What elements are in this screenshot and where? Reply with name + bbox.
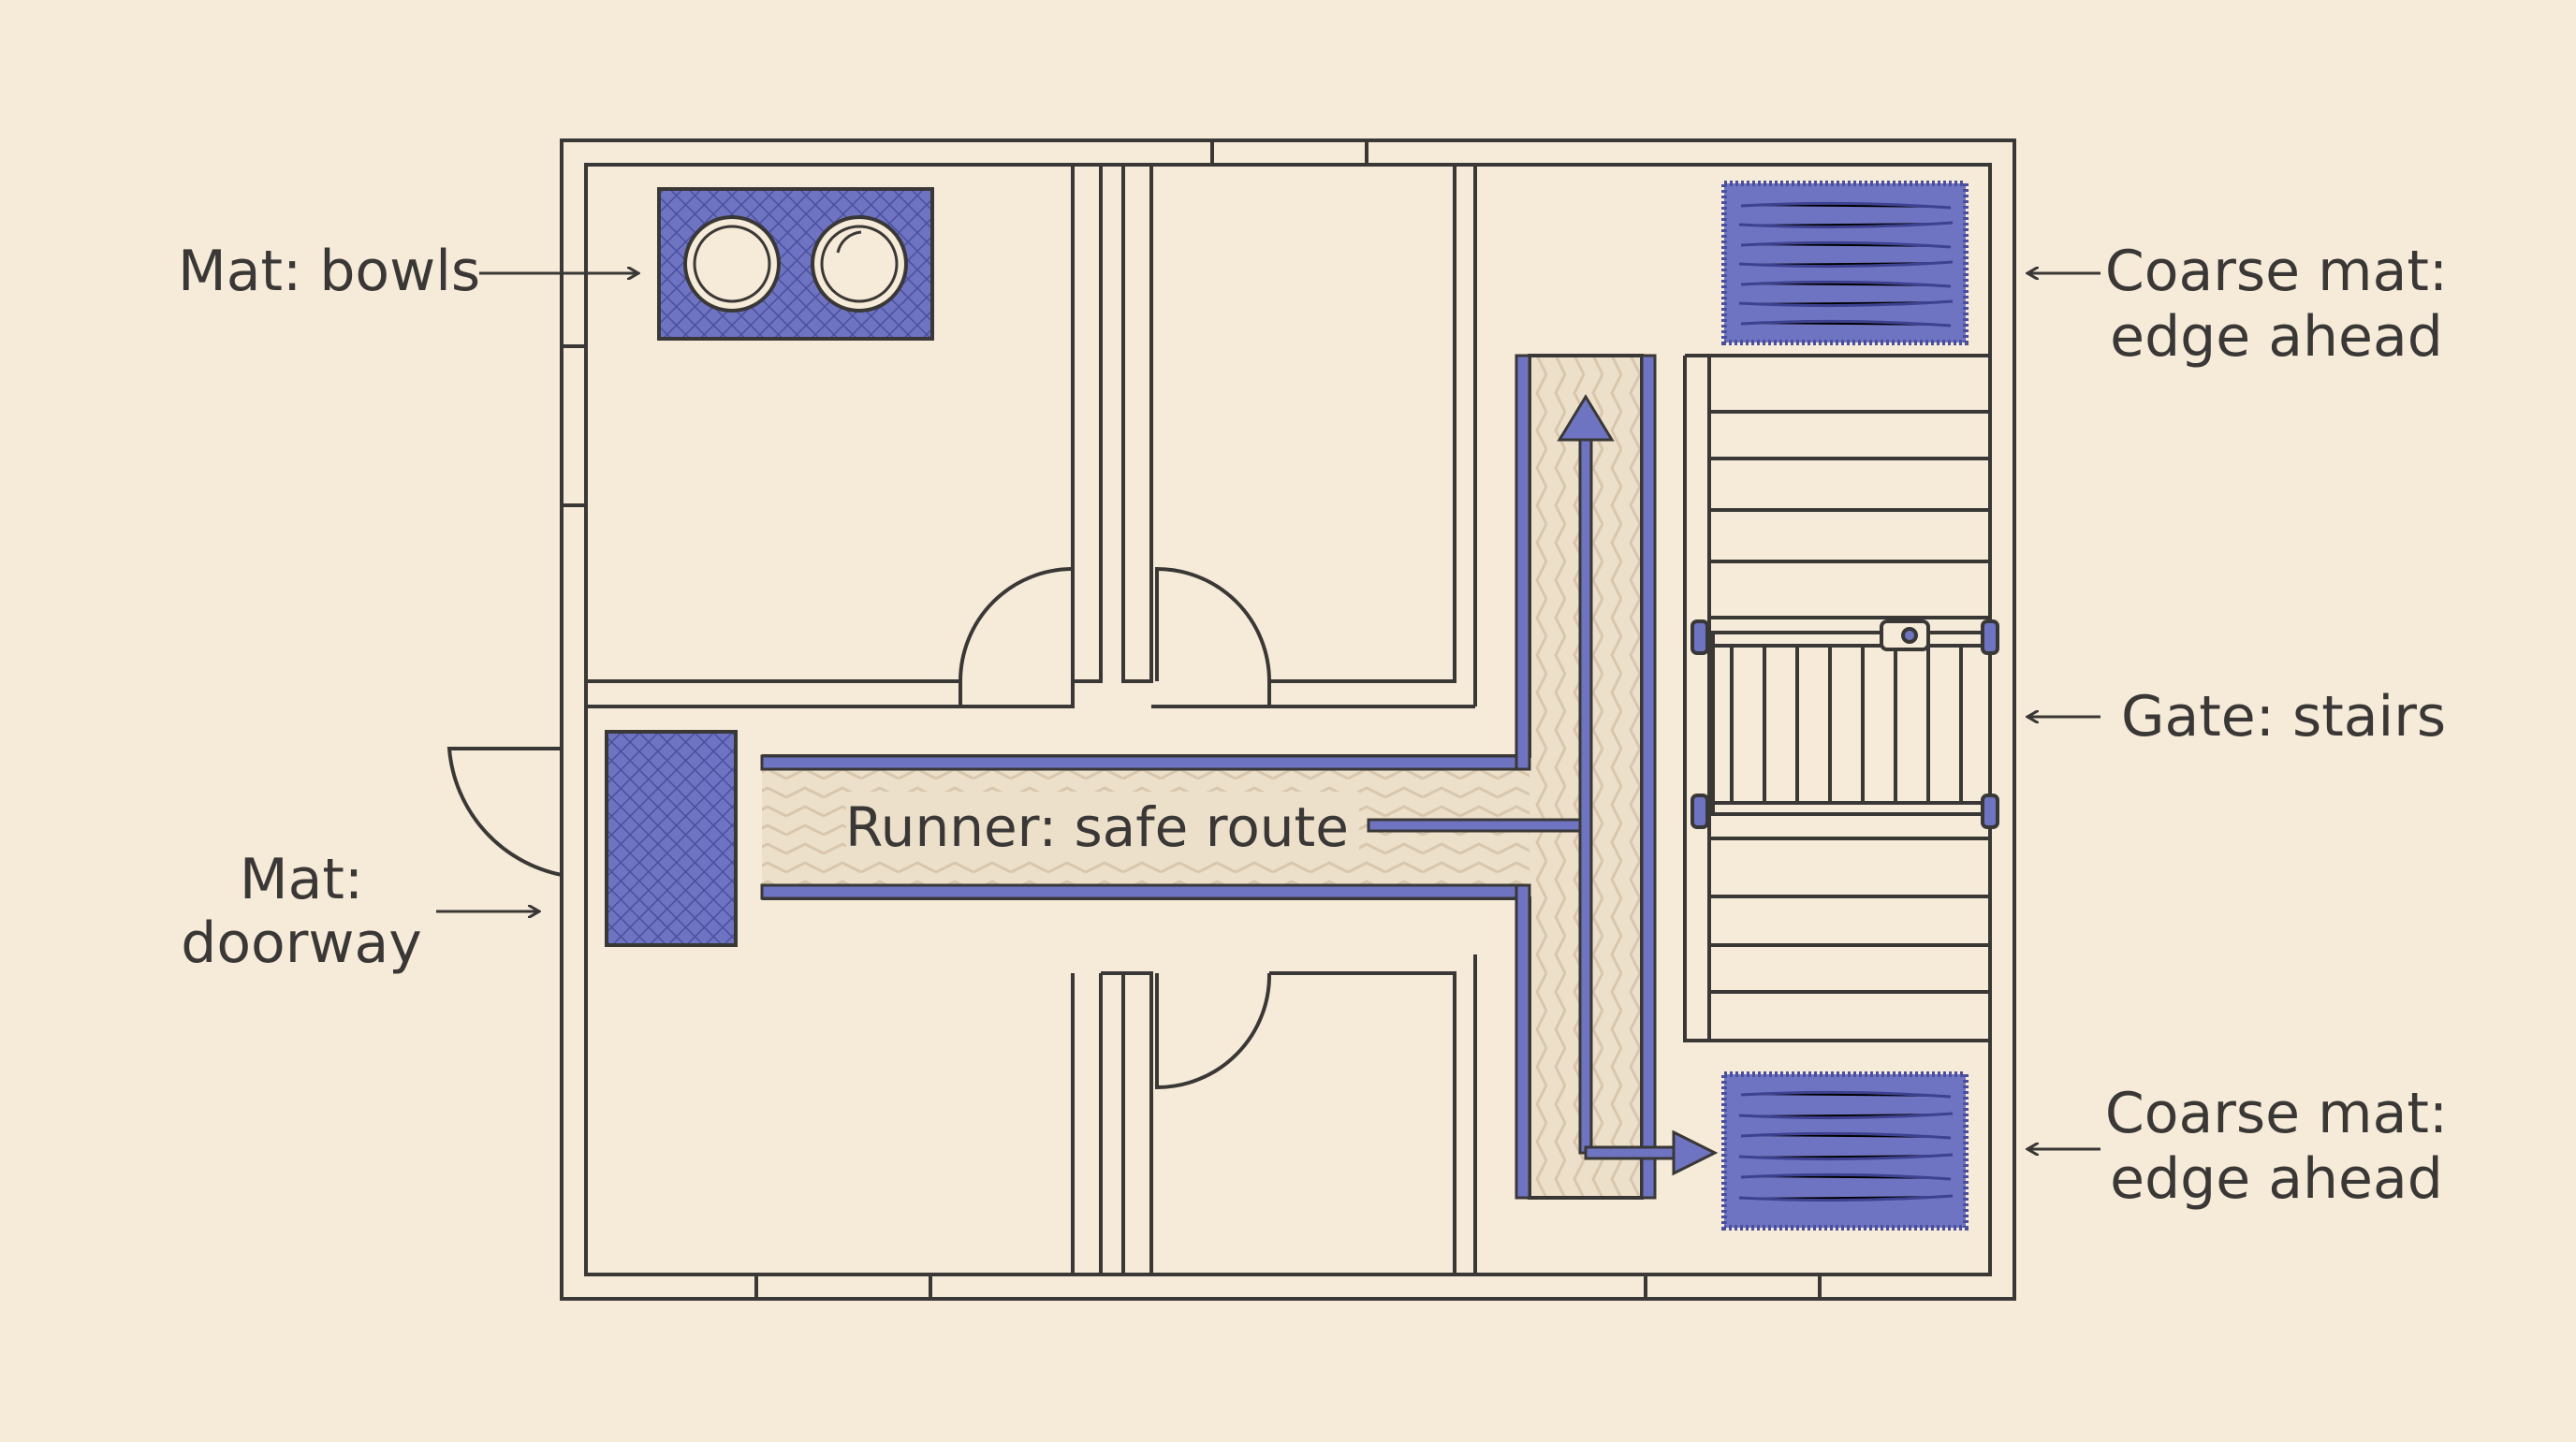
bowl-icon: [683, 215, 781, 313]
label-mat-doorway-1: Mat:: [240, 847, 363, 912]
window-bottom-left: [754, 1273, 932, 1301]
label-coarse-bottom-1: Coarse mat:: [2105, 1081, 2448, 1146]
label-mat-doorway-2: doorway: [181, 910, 422, 976]
coarse-mat-top: [1721, 181, 1969, 345]
runner-label-bg: [846, 792, 1359, 859]
runner-route: [760, 354, 1719, 1200]
window-top: [1210, 138, 1368, 167]
label-gate-stairs: Gate: stairs: [2121, 684, 2446, 750]
label-coarse-top-2: edge ahead: [2110, 304, 2443, 370]
bowl-icon: [811, 215, 908, 313]
bowls-mat: [657, 187, 934, 341]
label-coarse-bottom-2: edge ahead: [2110, 1146, 2443, 1212]
callout-arrows: [436, 273, 2100, 1149]
label-mat-bowls: Mat: bowls: [178, 239, 480, 304]
stair-treads: [1709, 410, 1990, 994]
window-left: [560, 344, 588, 507]
doorway-mat: [605, 730, 738, 947]
stair-gate: [1690, 619, 1999, 829]
windows: [560, 138, 1822, 1301]
coarse-mat-bottom: [1721, 1071, 1969, 1231]
runner-label: Runner: safe route: [845, 795, 1349, 859]
interior-walls: [446, 163, 1990, 1276]
label-coarse-top-1: Coarse mat:: [2105, 239, 2448, 304]
window-bottom-right: [1644, 1273, 1822, 1301]
